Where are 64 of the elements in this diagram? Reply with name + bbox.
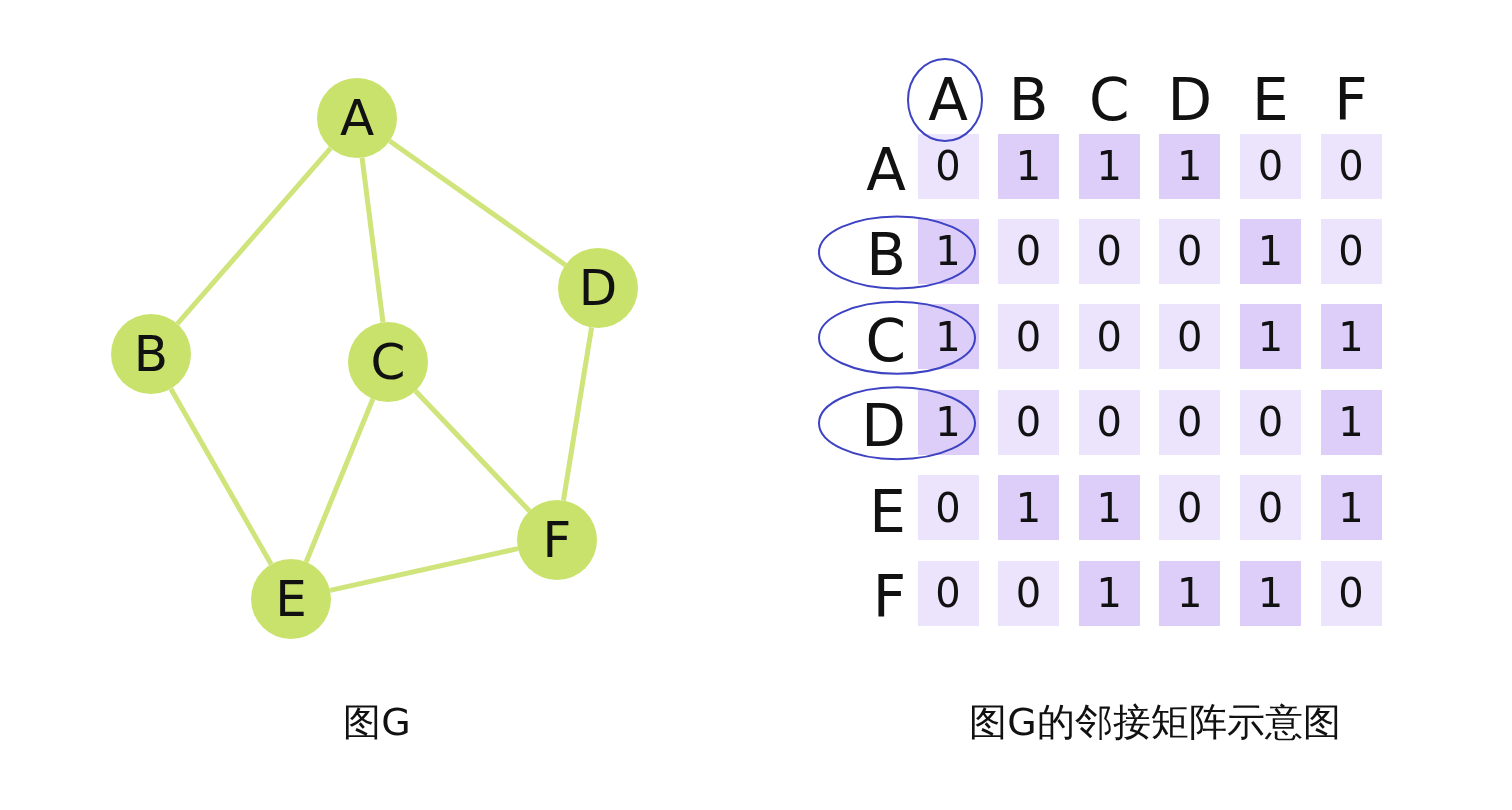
matrix-cell: 0: [1159, 389, 1221, 455]
column-header: A: [928, 71, 968, 129]
matrix-cell: 1: [917, 389, 979, 455]
matrix-cell: 0: [1078, 389, 1140, 455]
matrix-cell: 0: [1239, 389, 1301, 455]
row-header: E: [869, 482, 906, 541]
matrix-cell: 1: [1320, 389, 1382, 455]
matrix-cell: 0: [1239, 475, 1301, 541]
row-header: C: [865, 311, 906, 370]
vertex-circle: C: [348, 322, 428, 402]
column-header: E: [1252, 71, 1289, 129]
matrix-cell: 0: [917, 475, 979, 541]
matrix-cell: 0: [917, 560, 979, 626]
matrix-cell: 0: [1078, 218, 1140, 284]
matrix-cell: 0: [1320, 560, 1382, 626]
matrix-cell: 0: [1159, 304, 1221, 370]
matrix-cell: 0: [998, 389, 1060, 455]
vertex-circle: F: [517, 500, 597, 580]
matrix-cell: 0: [998, 218, 1060, 284]
matrix-cell: 0: [1320, 133, 1382, 199]
edge-line: [303, 398, 376, 563]
row-header: D: [861, 397, 906, 456]
row-header: F: [872, 568, 906, 626]
matrix-cell: 0: [998, 304, 1060, 370]
matrix-cell: 1: [1159, 133, 1221, 199]
column-header: F: [1334, 71, 1368, 129]
matrix-cell: 0: [1159, 475, 1221, 541]
matrix-cell: 0: [1078, 304, 1140, 370]
matrix-cell: 1: [917, 218, 979, 284]
matrix-cell: 1: [1078, 560, 1140, 626]
caption: 图G的邻接矩阵示意图: [969, 703, 1341, 741]
matrix-cell: 1: [1239, 304, 1301, 370]
edge-line: [413, 389, 532, 513]
vertex-circle: A: [317, 78, 397, 158]
matrix-cell: 1: [1078, 475, 1140, 541]
matrix-cell: 1: [1078, 133, 1140, 199]
edge-line: [329, 546, 519, 593]
vertex-circle: E: [251, 559, 331, 639]
matrix-cell: 1: [1320, 304, 1382, 370]
row-header: B: [866, 226, 906, 285]
caption: 图G: [343, 703, 411, 741]
edge-line: [560, 327, 595, 501]
matrix-cell: 1: [1159, 560, 1221, 626]
column-header: C: [1088, 71, 1130, 129]
column-header: B: [1008, 71, 1049, 129]
matrix-cell: 0: [1320, 218, 1382, 284]
edge-line: [168, 387, 274, 566]
edge-line: [359, 157, 386, 323]
matrix-cell: 1: [998, 475, 1060, 541]
matrix-cell: 1: [1239, 560, 1301, 626]
column-header: D: [1167, 71, 1213, 129]
row-header: A: [866, 141, 906, 199]
matrix-cell: 0: [1159, 218, 1221, 284]
matrix-cell: 1: [998, 133, 1060, 199]
edge-line: [175, 146, 333, 326]
matrix-cell: 0: [1239, 133, 1301, 199]
vertex-circle: B: [111, 314, 191, 394]
vertex-circle: D: [558, 248, 638, 328]
matrix-cell: 0: [917, 133, 979, 199]
matrix-cell: 0: [998, 560, 1060, 626]
matrix-cell: 1: [917, 304, 979, 370]
matrix-cell: 1: [1239, 218, 1301, 284]
matrix-cell: 1: [1320, 475, 1382, 541]
edge-line: [388, 139, 567, 267]
